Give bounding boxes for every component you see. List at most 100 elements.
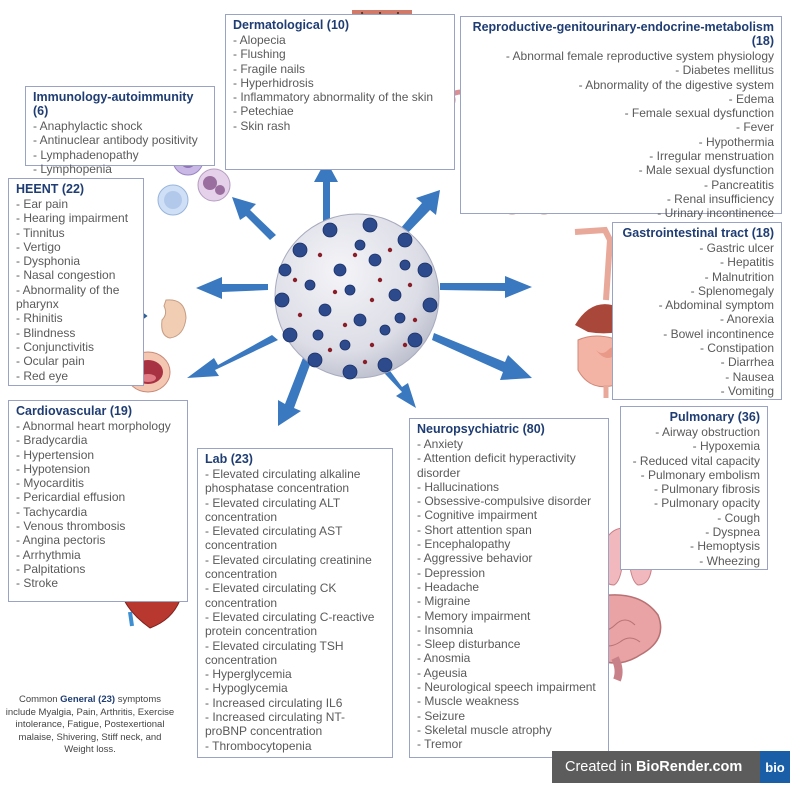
- list-item: - Renal insufficiency: [666, 191, 774, 206]
- list-item: - Insomnia: [417, 622, 474, 637]
- pulmonary-title: Pulmonary (36): [669, 410, 760, 424]
- list-item: - Bowel incontinence: [663, 326, 774, 341]
- list-item: - Headache: [417, 579, 480, 594]
- dermatological-list: - Alopecia - Flushing - Fragile nails - …: [233, 33, 447, 133]
- list-item: - Hearing impairment: [16, 211, 129, 226]
- arrow-up: [314, 160, 338, 230]
- list-item: - Elevated circulating ALT concentration: [205, 495, 340, 524]
- list-item: - Splenomegaly: [690, 283, 774, 298]
- list-item: - Alopecia: [233, 33, 286, 47]
- biorender-badge[interactable]: Created in BioRender.com bio: [552, 751, 790, 783]
- list-item: - Female sexual dysfunction: [624, 106, 774, 121]
- list-item: - Obsessive-compulsive disorder: [417, 494, 592, 509]
- cardiovascular-list: - Abnormal heart morphology - Bradycardi…: [16, 419, 180, 591]
- list-item: - Dyspnea: [705, 525, 760, 540]
- virus-illustration: [274, 213, 440, 380]
- list-item: - Neurological speech impairment: [417, 680, 596, 695]
- list-item: - Elevated circulating creatinine concen…: [205, 552, 372, 582]
- pulmonary-box: Pulmonary (36) - Airway obstruction - Hy…: [620, 406, 768, 570]
- list-item: - Abnormal female reproductive system ph…: [505, 49, 774, 63]
- list-item: - Pulmonary opacity: [653, 496, 760, 511]
- arrow-lower-right: [432, 333, 532, 380]
- heent-title: HEENT (22): [16, 182, 85, 196]
- list-item: - Antinuclear antibody positivity: [33, 133, 198, 148]
- list-item: - Tremor: [417, 737, 463, 752]
- lab-title: Lab (23): [205, 452, 253, 466]
- reproductive-list: - Abnormal female reproductive system ph…: [468, 49, 774, 221]
- arrow-left: [196, 277, 268, 299]
- list-item: - Male sexual dysfunction: [638, 163, 774, 178]
- list-item: - Memory impairment: [417, 608, 531, 623]
- list-item: - Cough: [717, 510, 760, 525]
- gastrointestinal-list: - Gastric ulcer - Hepatitis - Malnutriti…: [620, 241, 774, 398]
- list-item: - Flushing: [233, 47, 286, 62]
- arrow-upper-right: [395, 190, 440, 240]
- lab-box: Lab (23) - Elevated circulating alkaline…: [197, 448, 393, 758]
- list-item: - Hypotension: [16, 461, 91, 476]
- cardiovascular-box: Cardiovascular (19) - Abnormal heart mor…: [8, 400, 188, 602]
- gastrointestinal-box: Gastrointestinal tract (18) - Gastric ul…: [612, 222, 782, 400]
- list-item: - Conjunctivitis: [16, 339, 95, 354]
- heent-list: - Ear pain - Hearing impairment - Tinnit…: [16, 197, 136, 383]
- reproductive-box: Reproductive-genitourinary-endocrine-met…: [460, 16, 782, 220]
- list-item: - Vertigo: [16, 239, 61, 254]
- list-item: - Hallucinations: [417, 479, 500, 494]
- list-item: - Angina pectoris: [16, 533, 106, 548]
- list-item: - Tinnitus: [16, 225, 65, 240]
- list-item: - Fragile nails: [233, 61, 306, 76]
- list-item: - Increased circulating NT-proBNP concen…: [205, 710, 346, 739]
- list-item: - Seizure: [417, 708, 466, 723]
- list-item: - Skin rash: [233, 118, 291, 133]
- list-item: - Irregular menstruation: [649, 149, 774, 164]
- reproductive-title: Reproductive-genitourinary-endocrine-met…: [472, 20, 774, 48]
- list-item: - Pulmonary embolism: [640, 467, 760, 482]
- list-item: - Ageusia: [417, 665, 468, 680]
- biorender-logo-icon: bio: [760, 751, 790, 783]
- list-item: - Elevated circulating CK concentration: [205, 581, 337, 610]
- list-item: - Airway obstruction: [655, 425, 760, 439]
- list-item: - Anaphylactic shock: [33, 119, 143, 133]
- list-item: - Short attention span: [417, 522, 532, 537]
- list-item: - Abnormality of the pharynx: [16, 282, 120, 312]
- pulmonary-list: - Airway obstruction - Hypoxemia - Reduc…: [628, 425, 760, 568]
- list-item: - Abnormality of the digestive system: [578, 77, 774, 92]
- list-item: - Bradycardia: [16, 433, 88, 448]
- list-item: - Nausea: [725, 369, 774, 384]
- list-item: - Venous thrombosis: [16, 519, 126, 534]
- immunology-list: - Anaphylactic shock - Antinuclear antib…: [33, 119, 207, 176]
- neuropsychiatric-box: Neuropsychiatric (80) - Anxiety - Attent…: [409, 418, 609, 758]
- list-item: - Red eye: [16, 368, 69, 383]
- immunology-box: Immunology-autoimmunity (6) - Anaphylact…: [25, 86, 215, 176]
- gastrointestinal-title: Gastrointestinal tract (18): [622, 226, 774, 240]
- list-item: - Edema: [728, 91, 774, 106]
- list-item: - Depression: [417, 565, 486, 580]
- list-item: - Elevated circulating alkaline phosphat…: [205, 467, 361, 496]
- list-item: - Thrombocytopenia: [205, 738, 312, 753]
- arrow-upper-left: [232, 197, 276, 240]
- list-item: - Tachycardia: [16, 504, 88, 519]
- list-item: - Aggressive behavior: [417, 551, 533, 566]
- list-item: - Diarrhea: [720, 355, 774, 370]
- list-item: - Abnormal heart morphology: [16, 419, 171, 433]
- list-item: - Lymphopenia: [33, 161, 112, 176]
- list-item: - Anosmia: [417, 651, 471, 666]
- list-item: - Attention deficit hyperactivity disord…: [417, 451, 576, 480]
- biorender-text: Created in BioRender.com: [565, 759, 743, 775]
- list-item: - Reduced vital capacity: [632, 453, 760, 468]
- cardiovascular-title: Cardiovascular (19): [16, 404, 133, 418]
- list-item: - Muscle weakness: [417, 694, 520, 709]
- list-item: - Fever: [735, 120, 774, 135]
- list-item: - Hypoxemia: [692, 439, 760, 454]
- list-item: - Pericardial effusion: [16, 490, 126, 505]
- list-item: - Hypoglycemia: [205, 681, 288, 696]
- list-item: - Hypothermia: [698, 134, 774, 149]
- list-item: - Hyperglycemia: [205, 667, 292, 682]
- list-item: - Abdominal symptom: [658, 298, 774, 313]
- list-item: - Constipation: [699, 341, 774, 356]
- list-item: - Urinary incontinence: [657, 206, 774, 221]
- arrow-lower-left: [187, 335, 278, 378]
- general-count: General (23): [60, 694, 116, 705]
- heent-box: HEENT (22) - Ear pain - Hearing impairme…: [8, 178, 144, 386]
- list-item: - Malnutrition: [704, 269, 774, 284]
- list-item: - Anorexia: [719, 312, 774, 327]
